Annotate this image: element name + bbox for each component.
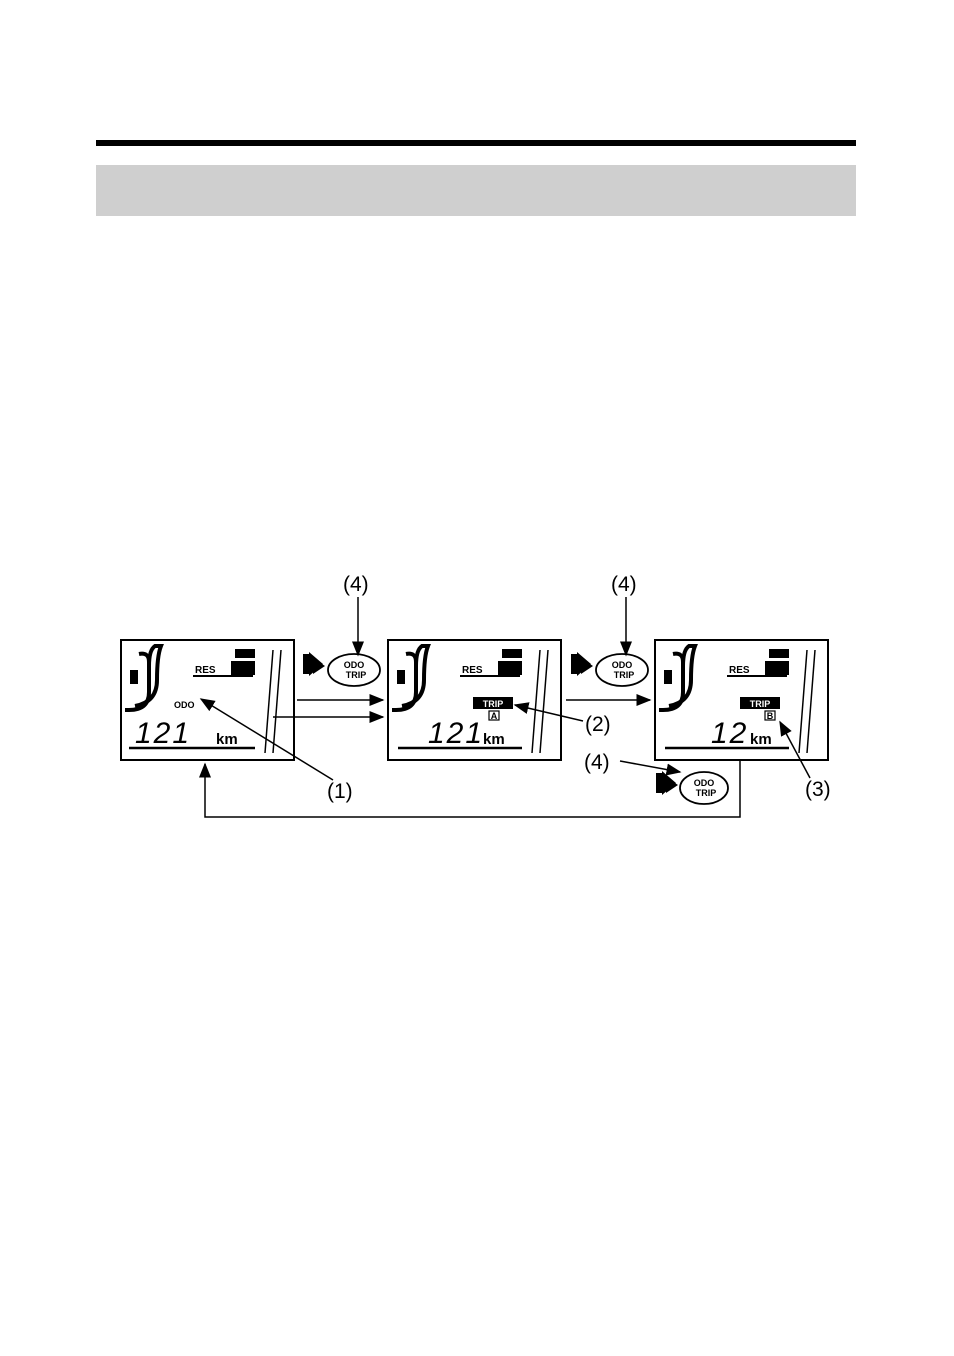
callout-4-bottom: (4) — [584, 751, 610, 774]
button-label-odo: ODO — [694, 778, 715, 788]
lcd-display-trip-b: RES TRIP B 12 km — [655, 640, 828, 760]
button-label-odo: ODO — [612, 660, 633, 670]
trip-mode-label: TRIP — [750, 699, 771, 709]
odo-mode-label: ODO — [174, 700, 195, 710]
top-rule — [96, 140, 856, 146]
callout-3: (3) — [805, 778, 831, 801]
trip-b-unit: km — [750, 731, 772, 748]
callout-4-top-right: (4) — [611, 573, 637, 596]
trip-a-digits: 121 — [428, 717, 484, 750]
callout-1: (1) — [327, 780, 353, 803]
trip-sub-label: B — [767, 711, 774, 721]
lcd-display-odo: RES ODO 121 km — [121, 640, 294, 760]
res-label: RES — [195, 665, 216, 676]
odo-trip-diagram: RES ODO 121 km RES TRIP A 121 km R — [0, 560, 954, 840]
trip-b-digits: 12 — [711, 717, 748, 750]
odo-unit: km — [216, 731, 238, 748]
odo-trip-button-3: ODO TRIP — [656, 771, 728, 804]
callout-4-top-left: (4) — [343, 573, 369, 596]
odo-trip-button-2: ODO TRIP — [571, 652, 648, 686]
button-label-odo: ODO — [344, 660, 365, 670]
odo-digits: 121 — [135, 717, 191, 750]
res-label: RES — [729, 665, 750, 676]
trip-a-unit: km — [483, 731, 505, 748]
res-label: RES — [462, 665, 483, 676]
button-label-trip: TRIP — [346, 670, 367, 680]
section-header-band — [96, 165, 856, 216]
trip-sub-label: A — [491, 711, 498, 721]
button-label-trip: TRIP — [614, 670, 635, 680]
trip-mode-label: TRIP — [483, 699, 504, 709]
callout-2: (2) — [585, 713, 611, 736]
odo-trip-button-1: ODO TRIP — [303, 652, 380, 686]
lcd-display-trip-a: RES TRIP A 121 km — [388, 640, 561, 760]
button-label-trip: TRIP — [696, 788, 717, 798]
